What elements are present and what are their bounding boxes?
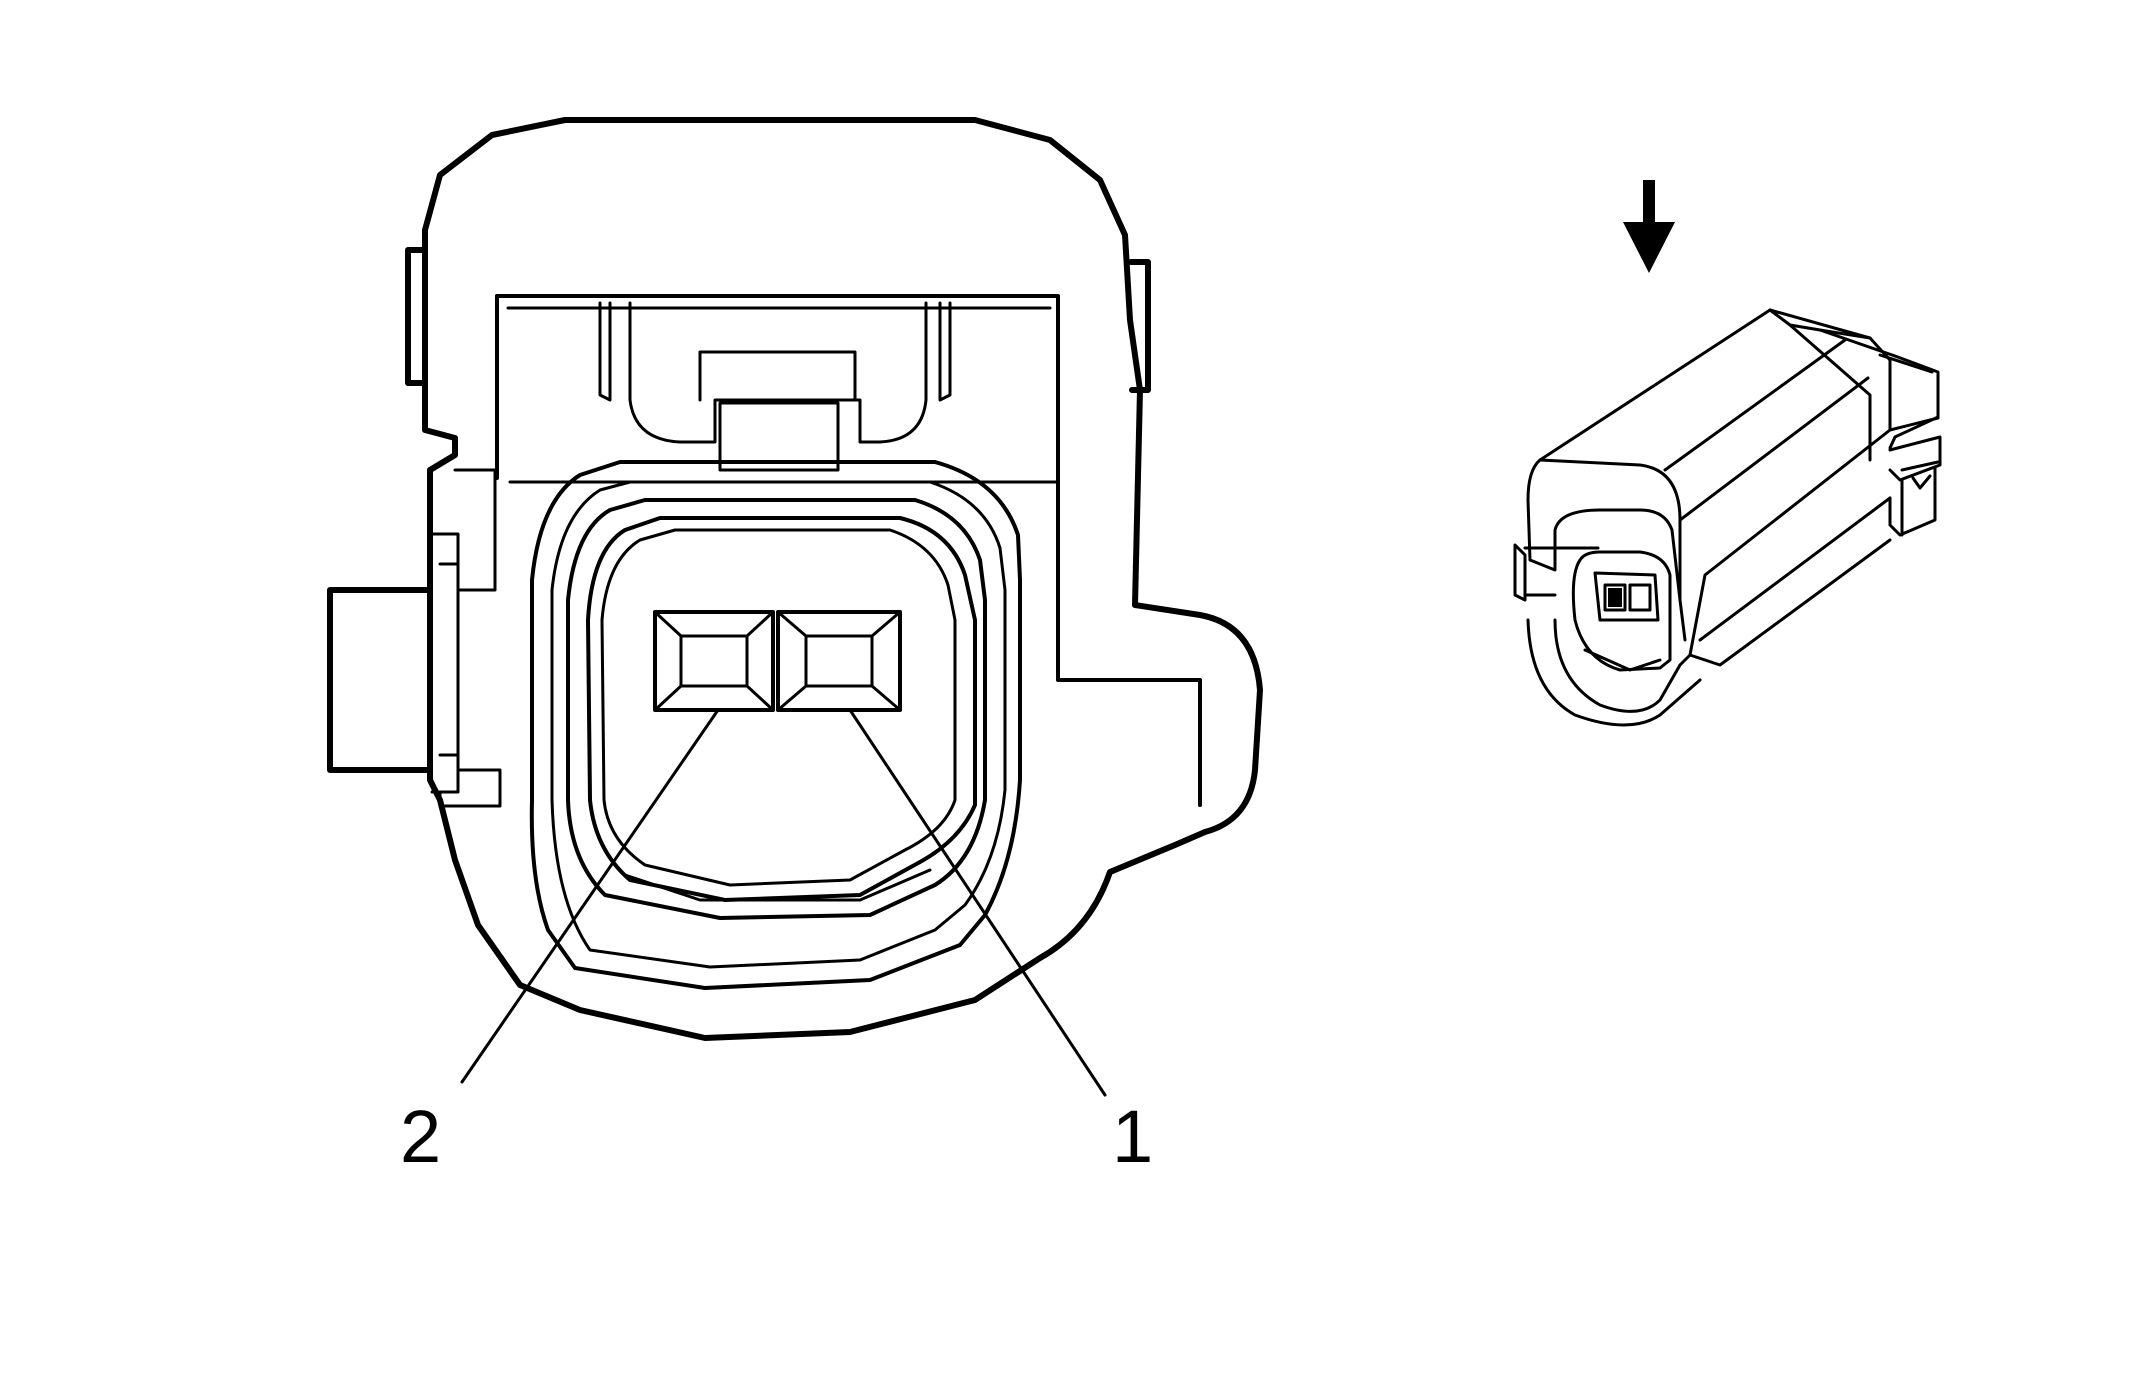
terminal-pin-1 [776, 610, 902, 712]
pin-label-1: 1 [1112, 1095, 1154, 1178]
leader-line-pin-1 [848, 708, 1107, 1097]
connector-3d-front [1513, 543, 1527, 602]
right-side-rib [1128, 259, 1151, 393]
terminal-cavity-inner [600, 528, 957, 887]
side-latch [327, 468, 502, 808]
terminal-pin-2 [653, 610, 775, 712]
connector-3d-body [1538, 308, 1892, 667]
cavity-lower-ledge [623, 868, 932, 902]
inner-frame [495, 294, 1202, 807]
seal-ring-inner [566, 498, 987, 920]
connector-3d-view [1513, 180, 1942, 727]
down-arrow-icon [1623, 180, 1675, 273]
seal-ring-middle [550, 480, 1007, 969]
pin-label-2: 2 [400, 1095, 442, 1178]
connector-face-view [327, 117, 1263, 1097]
seal-ring-outer [529, 460, 1022, 990]
leader-line-pin-2 [460, 708, 720, 1084]
left-side-rib [405, 247, 427, 386]
top-latch [598, 301, 952, 472]
inner-frame-ledge [506, 306, 1060, 484]
connector-3d-mouth [1526, 618, 1702, 727]
terminal-cavity [586, 516, 977, 902]
connector-housing-outline [422, 117, 1263, 1041]
